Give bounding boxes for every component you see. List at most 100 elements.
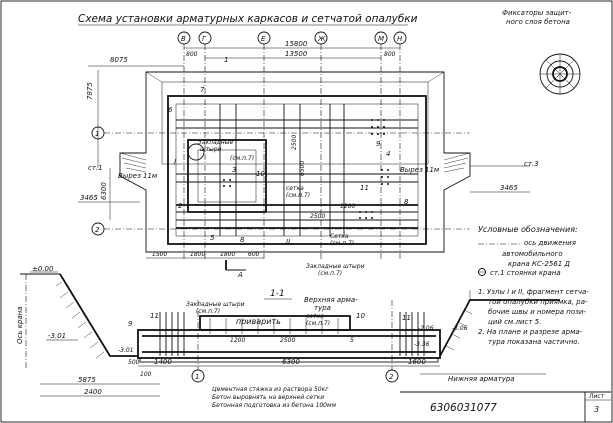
cement-note-1: Цементная стяжка из раствора 50кг [212, 386, 329, 393]
mark: 3 [232, 166, 236, 174]
anchor-dots [223, 119, 389, 219]
level-306: -3.06 [452, 325, 468, 332]
cutout-label-right: Вырез 11м [400, 166, 440, 174]
mark: 7 [200, 86, 205, 94]
node-label-2: II [286, 238, 290, 246]
top-rebar-label: Верхняя арма- [304, 296, 358, 304]
general-notes: 1. Узлы I и II, фрагмент сетча- той опал… [478, 288, 589, 346]
fixator-title-1: Фиксаторы защит- [502, 9, 572, 17]
dim-3465-right: 3465 [500, 184, 518, 192]
mark: 6 [168, 106, 173, 114]
axis-label: Ж [317, 35, 326, 43]
axis-label: Е [261, 35, 266, 43]
mark: 4 [386, 150, 390, 158]
section-pit [199, 315, 351, 331]
dim-1200: 1200 [340, 203, 355, 210]
anchor-bars-label-1c: (см.п.7) [230, 155, 254, 162]
crane-axis-label: Ось крана [16, 306, 24, 344]
mark: 1 [224, 56, 228, 64]
legend-axis-1: ось движения [524, 239, 576, 247]
plan-view: В Г Е Ж М Н 15800 13500 800 800 8075 787… [78, 31, 539, 279]
dim-1200-section: 1200 [230, 337, 245, 344]
level-000: ±0.00 [32, 265, 54, 273]
legend-axis-2: автомобильного [502, 250, 563, 258]
level-206: -2.06 [418, 325, 434, 332]
note-line: 2. На плане и разрезе арма- [478, 328, 583, 336]
section-title: 1-1 [270, 289, 285, 299]
mesh-label-1: сетка [286, 185, 304, 192]
cutout-label-left: Вырез 11м [118, 172, 158, 180]
arrow-a: А [237, 271, 243, 279]
section-slab [137, 329, 441, 359]
node-label-1: I [174, 158, 176, 166]
anchor-bars-label-2: Закладные штыри [306, 263, 365, 270]
axis-label: М [378, 35, 384, 43]
axis-label: 2 [389, 373, 394, 381]
note-line: той опалубки приямка, ра- [488, 298, 588, 306]
bottom-rebar-label: Нижняя арматура [448, 375, 515, 383]
anchor-bars-label-1b: штыри [200, 146, 222, 153]
axis-label: 2 [95, 226, 100, 234]
dim-7875: 7875 [86, 82, 94, 100]
legend-axis-3: крана КС-2561 Д [508, 260, 570, 268]
title-block: 6306031077 Лист 3 [400, 391, 611, 422]
fixator-detail: Фиксаторы защит- ного слоя бетона [502, 9, 581, 95]
section-anchor-label-b: (см.п.7) [196, 308, 220, 315]
slope-hatching [119, 71, 471, 173]
note-line: 1. Узлы I и II, фрагмент сетча- [478, 288, 589, 296]
level-336: -3.36 [414, 341, 430, 348]
section-1-1: 1-1 [16, 265, 560, 409]
dim-1800-b: 1800 [220, 251, 235, 258]
legend-title: Условные обозначения: [478, 225, 578, 234]
dim-6300: 6300 [100, 182, 108, 200]
dim-5875: 5875 [78, 376, 96, 384]
cement-note-3: Бетонная подготовка из бетона 100мм [212, 402, 337, 409]
dim-6300-section: 6300 [282, 358, 300, 366]
cement-note-2: Бетон выровнять на верхней сетки [212, 394, 324, 401]
dim-8075: 8075 [110, 56, 128, 64]
dim-15800: 15800 [285, 40, 308, 48]
mark: 11 [402, 314, 411, 322]
dim-2500-a: 2500 [310, 213, 325, 220]
dim-13500: 13500 [285, 50, 308, 58]
dim-500: 500 [128, 359, 140, 366]
section-verticals [159, 312, 425, 356]
top-rebar-label-b: тура [314, 304, 331, 312]
mark: 10 [356, 312, 365, 320]
dim-6500: 6500 [299, 161, 306, 176]
dim-2400: 2400 [84, 388, 102, 396]
mark: 8 [240, 236, 245, 244]
fixator-title-2: ного слоя бетона [506, 18, 570, 26]
weld-label: приварить [236, 317, 281, 326]
note-line: тура показана частично. [488, 338, 580, 346]
level-301b: -3.01 [118, 347, 134, 354]
foundation-slab [167, 95, 427, 245]
dim-1800-a: 1800 [190, 251, 205, 258]
dim-1500: 1500 [152, 251, 167, 258]
axis-label: Г [202, 35, 207, 43]
dim-1600: 1600 [408, 358, 426, 366]
dim-800-a: 800 [186, 51, 198, 58]
crane-stand-3: ст.3 [524, 160, 539, 168]
dim-2500-b: 2500 [291, 135, 298, 150]
crane-stand-1: ст.1 [88, 164, 103, 172]
mark: 11 [360, 184, 369, 192]
dim-800-b: 800 [384, 51, 396, 58]
top-rebar-label-d: (см.п.7) [306, 320, 330, 327]
legend: Условные обозначения: ось движения автом… [478, 225, 578, 277]
axis-label: Н [397, 35, 403, 43]
anchor-bars-label-1: Закладные [198, 139, 233, 146]
level-301: -3.01 [48, 332, 66, 340]
mesh-label-2: Сетка [330, 233, 349, 240]
mesh-label-2b: (см.п.7) [330, 240, 354, 247]
legend-stand: ст.1 стоянки крана [490, 269, 561, 277]
mark: 11 [150, 312, 159, 320]
mark: 9 [128, 320, 133, 328]
slope-hatching-section [55, 281, 473, 359]
axis-label: 1 [195, 373, 199, 381]
mark: 10 [256, 170, 265, 178]
axis-label: 1 [95, 130, 99, 138]
dim-2500-section: 2500 [280, 337, 295, 344]
